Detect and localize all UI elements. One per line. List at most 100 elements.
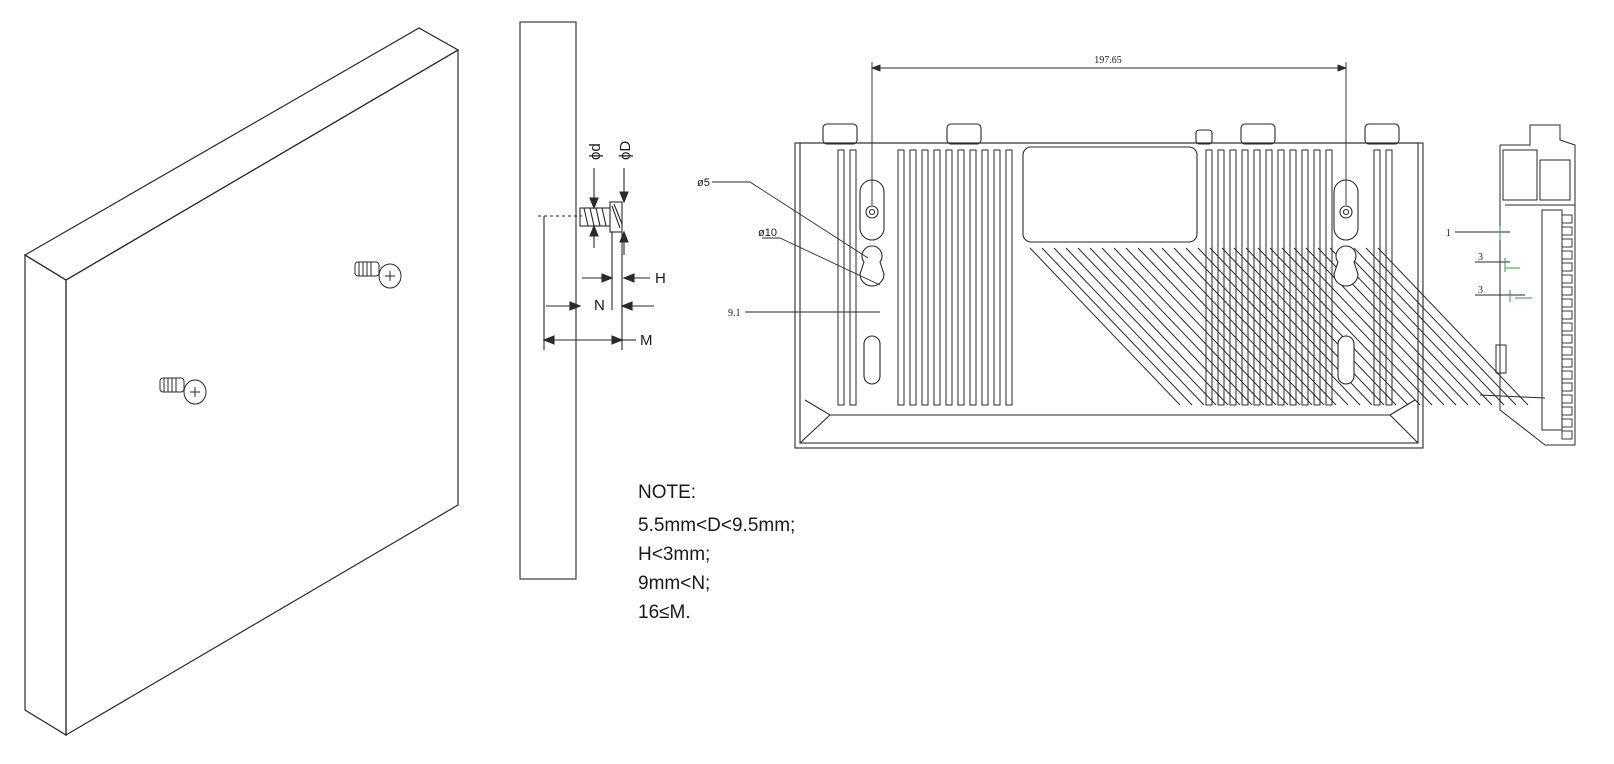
vent-slot: [1217, 149, 1225, 406]
wall-panel-face: [65, 48, 459, 737]
dim-small-hole: ø5: [697, 177, 710, 189]
note-line-d: 5.5mm<D<9.5mm;: [638, 515, 796, 536]
vent-slot: [1289, 149, 1297, 406]
vent-diagonal: [1053, 247, 1205, 406]
vent-slot: [1277, 149, 1285, 406]
side-rib: [1561, 430, 1573, 440]
vent-slot: [981, 149, 989, 406]
side-rib: [1561, 286, 1573, 296]
vent-slot: [921, 149, 929, 406]
side-rib: [1561, 238, 1573, 248]
side-dim-1: 1: [1446, 228, 1451, 239]
vent-diagonal: [1209, 247, 1361, 406]
vent-diagonal: [1041, 247, 1193, 406]
note-block: NOTE: 5.5mm<D<9.5mm; H<3mm; 9mm<N; 16≤M.: [638, 478, 795, 627]
wall-panel-side: [24, 253, 67, 737]
side-rib: [1561, 250, 1573, 260]
label-M: M: [640, 332, 653, 349]
vent-diagonal: [1185, 247, 1337, 406]
dim-spacing: 197.65: [1094, 55, 1122, 66]
vent-diagonal: [1101, 247, 1253, 406]
keyhole-right: [1333, 179, 1359, 385]
note-title: NOTE:: [638, 482, 697, 503]
router-side-view: [1479, 124, 1576, 446]
vent-slot: [1265, 149, 1273, 406]
side-dimensions: [1455, 226, 1532, 302]
keyhole-left: [859, 179, 885, 385]
vent-diagonal: [1257, 247, 1409, 406]
vent-slot: [945, 149, 953, 406]
vent-slot: [933, 149, 941, 406]
router-body: [794, 142, 1424, 449]
side-rib: [1561, 334, 1573, 344]
label-H: H: [655, 270, 666, 287]
vent-diagonal: [1305, 247, 1457, 406]
label-area: [1022, 146, 1198, 243]
vent-slot: [1241, 149, 1249, 406]
side-rib: [1561, 262, 1573, 272]
side-dim-3a: 3: [1478, 252, 1483, 263]
vent-slot: [993, 149, 1001, 406]
vent-slot: [969, 149, 977, 406]
vent-diagonal: [1233, 247, 1385, 406]
side-rib: [1561, 214, 1573, 224]
vent-diagonal: [1197, 247, 1349, 406]
vent-diagonal: [1089, 247, 1241, 406]
vent-slots: [837, 149, 1529, 406]
side-rib: [1561, 226, 1573, 236]
side-rib: [1561, 382, 1573, 392]
side-rib: [1561, 370, 1573, 380]
label-N: N: [594, 297, 605, 314]
vent-diagonal: [1269, 247, 1421, 406]
side-rib: [1561, 274, 1573, 284]
wall-panel: [23, 27, 460, 737]
vent-slot: [1385, 149, 1393, 406]
side-dim-3b: 3: [1478, 285, 1483, 296]
vent-diagonal: [1245, 247, 1397, 406]
note-line-h: H<3mm;: [638, 544, 711, 565]
vent-slot: [957, 149, 965, 406]
side-view-ribs: [1561, 214, 1573, 440]
vent-slot: [1325, 149, 1333, 406]
vent-slot: [1373, 149, 1381, 406]
screw-lower: [159, 377, 207, 405]
side-rib: [1561, 394, 1573, 404]
side-rib: [1561, 310, 1573, 320]
vent-diagonal: [1341, 247, 1493, 406]
vent-slot: [1229, 149, 1237, 406]
vent-diagonal: [1113, 247, 1265, 406]
vent-slot: [897, 149, 905, 406]
label-phi-d: ϕd: [587, 143, 604, 160]
vent-slot: [1301, 149, 1309, 406]
vent-diagonal: [1077, 247, 1229, 406]
vent-diagonal: [1377, 247, 1529, 406]
note-line-m: 16≤M.: [638, 602, 691, 623]
side-rib: [1561, 406, 1573, 416]
vent-slot: [1313, 149, 1321, 406]
vent-slot: [1205, 149, 1213, 406]
dim-large-hole: ø10: [758, 227, 777, 239]
vent-slot: [909, 149, 917, 406]
vent-diagonal: [1029, 247, 1181, 406]
vent-diagonal: [1293, 247, 1445, 406]
screw-upper: [354, 261, 402, 289]
dim-offset: 9.1: [728, 308, 741, 319]
vent-slot: [849, 149, 857, 406]
label-phi-D: ϕD: [617, 141, 634, 160]
vent-diagonal: [1065, 247, 1217, 406]
side-rib: [1561, 418, 1573, 428]
vent-slot: [1253, 149, 1261, 406]
side-rib: [1561, 346, 1573, 356]
vent-diagonal: [1365, 247, 1517, 406]
vent-diagonal: [1149, 247, 1301, 406]
vent-diagonal: [1125, 247, 1277, 406]
wall-panel-top: [23, 27, 460, 281]
screw-detail: [519, 21, 654, 580]
vent-diagonal: [1353, 247, 1505, 406]
vent-diagonal: [1137, 247, 1289, 406]
router-back-view: [794, 123, 1424, 449]
vent-diagonal: [1161, 247, 1313, 406]
wall-section: [519, 21, 577, 580]
